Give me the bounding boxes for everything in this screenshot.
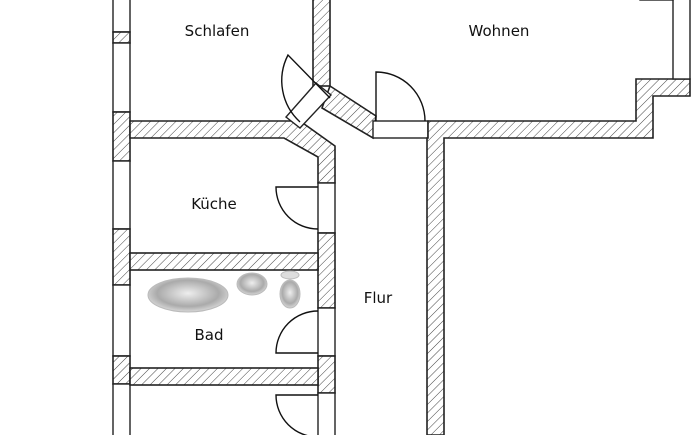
room-label-flur: Flur: [364, 289, 393, 307]
door-frame-lower: [317, 392, 336, 435]
door-bad[interactable]: [275, 310, 319, 354]
door-schlafen[interactable]: [281, 53, 331, 123]
room-label-schlafen: Schlafen: [185, 22, 250, 40]
window: [672, 0, 691, 80]
sink-icon: [236, 272, 268, 296]
room-label-kueche: Küche: [191, 195, 237, 213]
wall-schlafen-kueche: [129, 120, 336, 184]
window: [112, 160, 131, 230]
door-frame-kueche: [317, 182, 336, 234]
wall-wohnen-flur: [426, 78, 691, 435]
window: [112, 383, 131, 435]
window: [112, 42, 131, 113]
toilet-tank-icon: [280, 270, 300, 280]
outer-wall-left: [112, 0, 131, 435]
window: [112, 0, 131, 33]
door-frame-bad: [317, 307, 336, 357]
door-frame-wohnen: [372, 120, 429, 139]
room-label-bad: Bad: [194, 326, 223, 344]
door-kueche[interactable]: [275, 186, 319, 230]
room-label-wohnen: Wohnen: [469, 22, 530, 40]
wall-kueche-bad: [129, 252, 319, 271]
door-wohnen[interactable]: [375, 71, 426, 122]
wall-bad-lower: [129, 367, 319, 386]
toilet-icon: [279, 279, 301, 309]
door-lower-room[interactable]: [275, 394, 318, 435]
bathtub-icon: [147, 277, 229, 313]
door-frame-schlafen: [284, 82, 333, 129]
window: [112, 284, 131, 357]
wall-schlafen-wohnen: [312, 0, 331, 87]
